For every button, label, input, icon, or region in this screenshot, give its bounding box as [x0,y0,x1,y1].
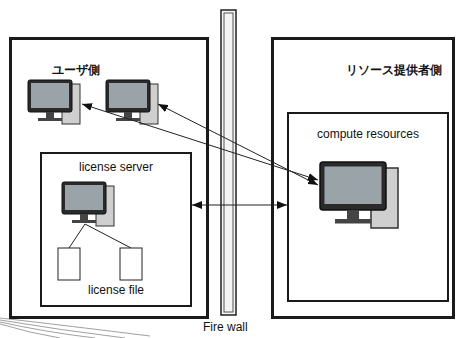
region-heading: ユーザ側 [52,63,100,77]
pc-monitor [28,80,72,112]
file-icon [120,248,142,280]
box-caption: license file [88,283,144,297]
pc-screen [65,185,103,210]
pc-monitor [320,162,386,210]
pc-stand [80,214,88,220]
region-heading: リソース提供者側 [346,63,442,77]
firewall-label: Fire wall [201,320,250,334]
decor-line [0,324,60,338]
pc-base [38,118,62,121]
decor-line [0,320,125,338]
user-side-region: ユーザ側 license server license file [10,38,208,318]
pc-screen [325,167,382,205]
provider-side-region: リソース提供者側 compute resources [272,38,454,318]
file-link [85,224,131,248]
firewall-bar [221,10,236,315]
pc-base [72,220,96,223]
pc-stand [124,112,132,118]
pc-monitor [106,80,150,112]
firewall-inner [224,13,233,312]
computer-icon [62,182,114,226]
computers [28,80,398,228]
compute-resources-box: compute resources [287,112,449,302]
pc-stand [347,210,359,219]
computer-icon [106,80,158,124]
box-title: compute resources [317,127,419,141]
computer-icon [28,80,80,124]
license-files [58,224,142,280]
pc-screen [31,83,69,108]
box-title: license server [79,160,153,174]
pc-screen [109,83,147,108]
license-server-box: license server license file [40,152,192,307]
pc-monitor [62,182,106,214]
decor-lines [0,318,150,338]
pc-stand [46,112,54,118]
computer-icon [320,162,398,228]
pc-link [158,104,318,185]
file-link [69,224,85,248]
firewall [221,10,236,315]
pc-base [335,219,371,224]
file-icon [58,248,80,280]
decor-line [0,322,95,338]
